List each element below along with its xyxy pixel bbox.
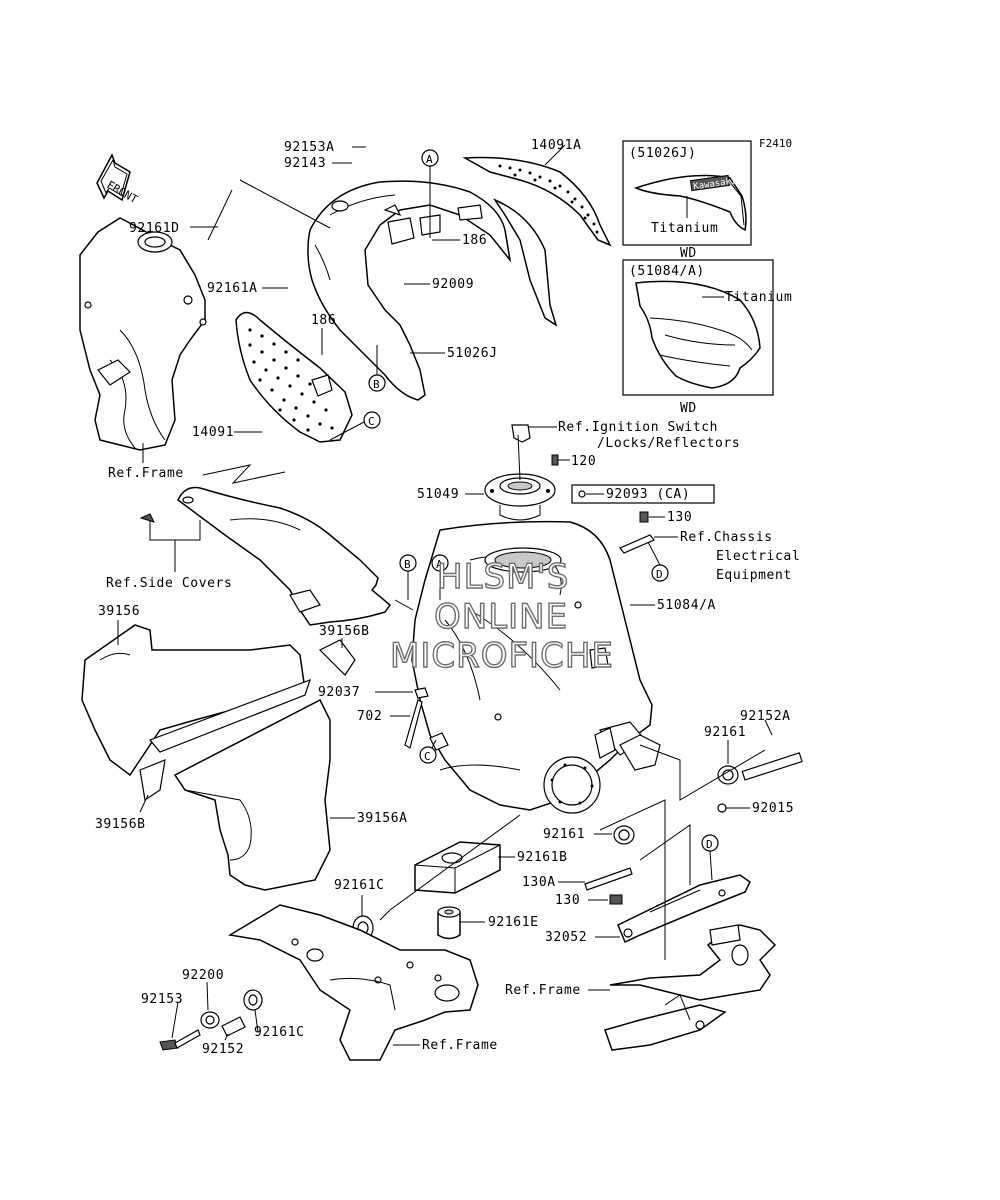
bolt-130A	[584, 867, 633, 891]
watermark-line-1: HLSM'S	[437, 557, 569, 597]
label-92152: 92152	[202, 1042, 244, 1057]
rubber-92161E	[437, 906, 461, 940]
front-arrow-icon: FRONT	[96, 153, 140, 206]
cover-14091A-part	[462, 156, 612, 327]
heat-shield-39156A-part	[173, 698, 331, 891]
label-92015: 92015	[752, 801, 794, 816]
inset-top-code: (51026J)	[629, 146, 696, 161]
rear-frame-part	[604, 924, 777, 1051]
label-51049: 51049	[417, 487, 459, 502]
inset-top-label: Titanium	[651, 221, 718, 236]
marker-d-right: D	[701, 834, 719, 881]
rubber-block-92161B	[414, 841, 501, 894]
label-92161-mid: 92161	[543, 827, 585, 842]
label-92152A: 92152A	[740, 709, 791, 724]
svg-text:A: A	[426, 153, 433, 166]
sleeve-92152A	[741, 752, 803, 781]
label-92093: 92093 (CA)	[606, 487, 690, 502]
marker-c-top: C	[329, 411, 381, 441]
marker-a-top: A	[421, 149, 439, 238]
label-130A: 130A	[522, 875, 556, 890]
clip-39156B-top	[318, 639, 356, 676]
label-92161C-lower: 92161C	[254, 1025, 305, 1040]
marker-b-mid: B	[399, 554, 417, 600]
svg-text:A: A	[436, 558, 443, 571]
marker-a-mid: A	[431, 554, 449, 600]
label-92009: 92009	[432, 277, 474, 292]
frame-head-part	[79, 217, 207, 451]
label-92161A: 92161A	[207, 281, 258, 296]
label-120: 120	[571, 454, 596, 469]
heat-shield-39156-part	[81, 624, 311, 777]
inset-bottom-label: Titanium	[725, 290, 792, 305]
svg-text:C: C	[424, 750, 431, 763]
svg-text:B: B	[404, 558, 411, 571]
ref-frame-right: Ref.Frame	[505, 983, 581, 998]
label-14091A: 14091A	[531, 138, 582, 153]
ref-side-covers: Ref.Side Covers	[106, 576, 232, 591]
label-702: 702	[357, 709, 382, 724]
ref-chassis-3: Equipment	[716, 568, 792, 583]
watermark: HLSM'S ONLINE MICROFICHE	[389, 556, 614, 676]
label-130-top: 130	[667, 510, 692, 525]
label-51026J: 51026J	[447, 346, 498, 361]
label-186-left: 186	[311, 313, 336, 328]
marker-c-mid: C	[419, 739, 437, 764]
clip-39156B-bottom	[139, 759, 166, 802]
label-14091: 14091	[192, 425, 234, 440]
svg-text:D: D	[656, 568, 663, 581]
svg-text:C: C	[368, 415, 375, 428]
bottom-frame-part	[227, 904, 479, 1061]
label-39156B-bottom: 39156B	[95, 817, 146, 832]
marker-d-top: D	[651, 564, 669, 582]
inset-bottom-code: (51084/A)	[629, 264, 705, 279]
label-92037: 92037	[318, 685, 360, 700]
nut-92015	[717, 803, 727, 813]
ref-ignition-2: /Locks/Reflectors	[597, 436, 740, 451]
label-39156B-top: 39156B	[319, 624, 370, 639]
92093-box	[571, 484, 715, 504]
label-51084A: 51084/A	[657, 598, 716, 613]
svg-text:D: D	[706, 838, 713, 851]
label-92143: 92143	[284, 156, 326, 171]
label-186-top: 186	[462, 233, 487, 248]
figure-code: F2410	[759, 137, 792, 150]
label-92161D: 92161D	[129, 221, 180, 236]
label-92153: 92153	[141, 992, 183, 1007]
collar-92152	[221, 1016, 246, 1037]
bolt-130-lower	[609, 894, 623, 905]
label-92161E: 92161E	[488, 915, 539, 930]
ref-chassis-2: Electrical	[716, 549, 800, 564]
side-cover-part	[177, 486, 392, 626]
label-92200: 92200	[182, 968, 224, 983]
ref-frame-left: Ref.Frame	[108, 466, 184, 481]
label-92161C-upper: 92161C	[334, 878, 385, 893]
label-39156: 39156	[98, 604, 140, 619]
inset-51026J: (51026J) Kawasaki Titanium	[622, 140, 752, 246]
tank-cover-part	[307, 180, 512, 401]
cover-14091-part	[235, 311, 353, 443]
svg-text:B: B	[373, 378, 380, 391]
bolt-92153	[159, 1029, 201, 1051]
watermark-line-2: ONLINE	[434, 597, 568, 637]
ref-chassis-1: Ref.Chassis	[680, 530, 773, 545]
label-92153A: 92153A	[284, 140, 335, 155]
marker-b-top: B	[368, 345, 386, 392]
bracket-32052-part	[617, 874, 751, 944]
label-32052: 32052	[545, 930, 587, 945]
label-92161B: 92161B	[517, 850, 568, 865]
ref-frame-bottom: Ref.Frame	[422, 1038, 498, 1053]
leader-lines	[117, 144, 773, 1041]
inset-51084A: (51084/A) Titanium	[622, 259, 792, 396]
ref-ignition-1: Ref.Ignition Switch	[558, 420, 718, 435]
label-39156A: 39156A	[357, 811, 408, 826]
fuel-cap-part	[484, 424, 556, 521]
fuel-tank-part	[411, 520, 661, 814]
label-92161-top: 92161	[704, 725, 746, 740]
label-130-bottom: 130	[555, 893, 580, 908]
watermark-line-3: MICROFICHE	[390, 636, 614, 676]
inset-bottom-variant: WD	[680, 401, 697, 416]
inset-top-variant: WD	[680, 246, 697, 261]
